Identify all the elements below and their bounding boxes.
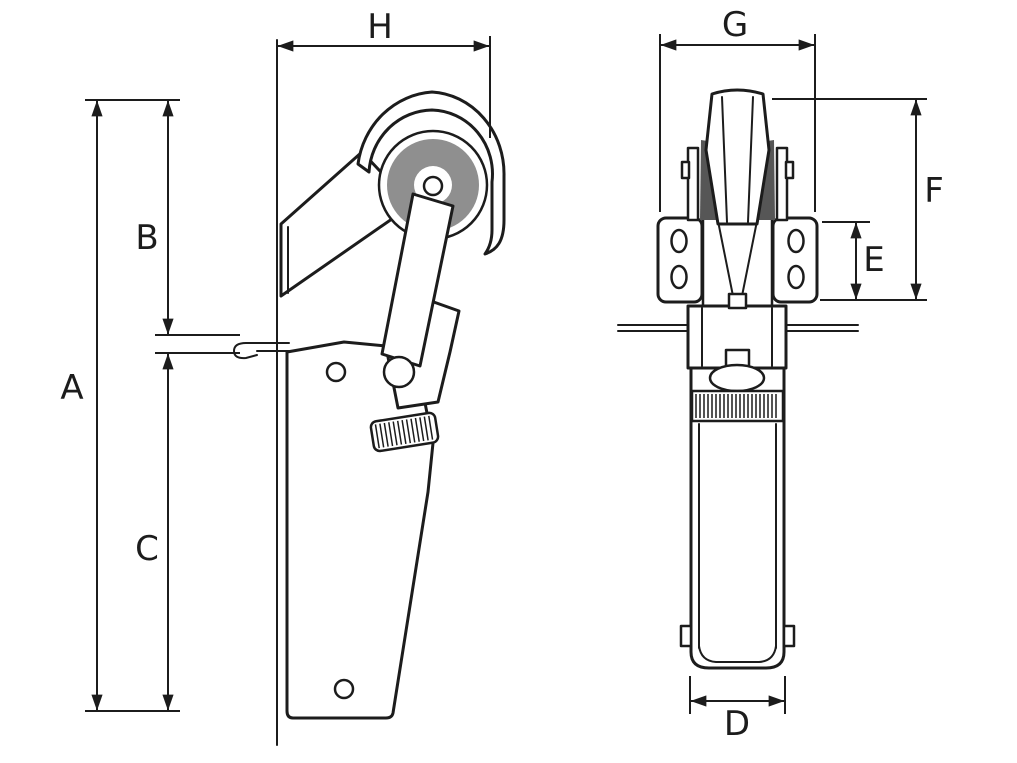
- dim-label-C: C: [135, 529, 159, 569]
- mounting-plate-left: [656, 216, 704, 304]
- dim-label-D: D: [724, 704, 750, 744]
- tongue-facet-right: [747, 96, 754, 223]
- mounting-hole: [787, 264, 805, 290]
- mounting-plate-left-body: [656, 216, 704, 304]
- screw-hole-bottom: [333, 678, 355, 700]
- roller-link-arm: [380, 192, 455, 368]
- roller-hook-housing: [356, 90, 506, 256]
- strike-lip: [232, 342, 290, 360]
- mounting-hole: [670, 264, 688, 290]
- side-view: [232, 39, 506, 746]
- mounting-plate-right: [771, 216, 819, 304]
- tongue-facet-left: [721, 96, 728, 223]
- dim-label-A: A: [60, 368, 83, 408]
- strike-lip-curl: [232, 342, 290, 360]
- dim-label-E: E: [863, 240, 884, 280]
- tongue-wedge: [704, 88, 771, 226]
- dim-label-F: F: [924, 171, 944, 211]
- mounting-hole: [670, 228, 688, 254]
- mounting-hole: [787, 228, 805, 254]
- dim-label-H: H: [367, 7, 393, 47]
- dim-label-G: G: [722, 5, 748, 45]
- roller-axle: [422, 175, 444, 197]
- mounting-plate-right-body: [771, 216, 819, 304]
- spring-dome: [708, 363, 766, 393]
- barrel-inner-bottom: [698, 645, 777, 663]
- tongue-bracket-right: [775, 146, 789, 222]
- barrel-cylinder: [689, 366, 786, 670]
- guide-funnel-right: [741, 225, 757, 297]
- pivot-pin: [382, 355, 416, 389]
- bracket-nub-left: [680, 160, 691, 180]
- knurl-hatching: [374, 415, 434, 449]
- latch-notch: [727, 292, 748, 310]
- guide-funnel-left: [718, 225, 734, 297]
- front-view: [617, 88, 859, 670]
- knurl-band-hatching: [695, 394, 777, 418]
- tongue-assembly: [680, 88, 795, 226]
- barrel-tab-left: [679, 624, 693, 648]
- adjustment-knurl-front: [690, 389, 785, 423]
- mounting-surface-edge-lines: [617, 324, 859, 332]
- tongue-bracket-left: [686, 146, 700, 222]
- knurl-band: [690, 389, 785, 423]
- adjustment-knurl-side: [369, 411, 440, 453]
- screw-hole-top: [325, 361, 347, 383]
- dim-label-B: B: [135, 218, 158, 258]
- barrel-tab-right: [782, 624, 796, 648]
- bracket-nub-right: [784, 160, 795, 180]
- dimension-annotations: A B C H G F E D: [60, 5, 943, 744]
